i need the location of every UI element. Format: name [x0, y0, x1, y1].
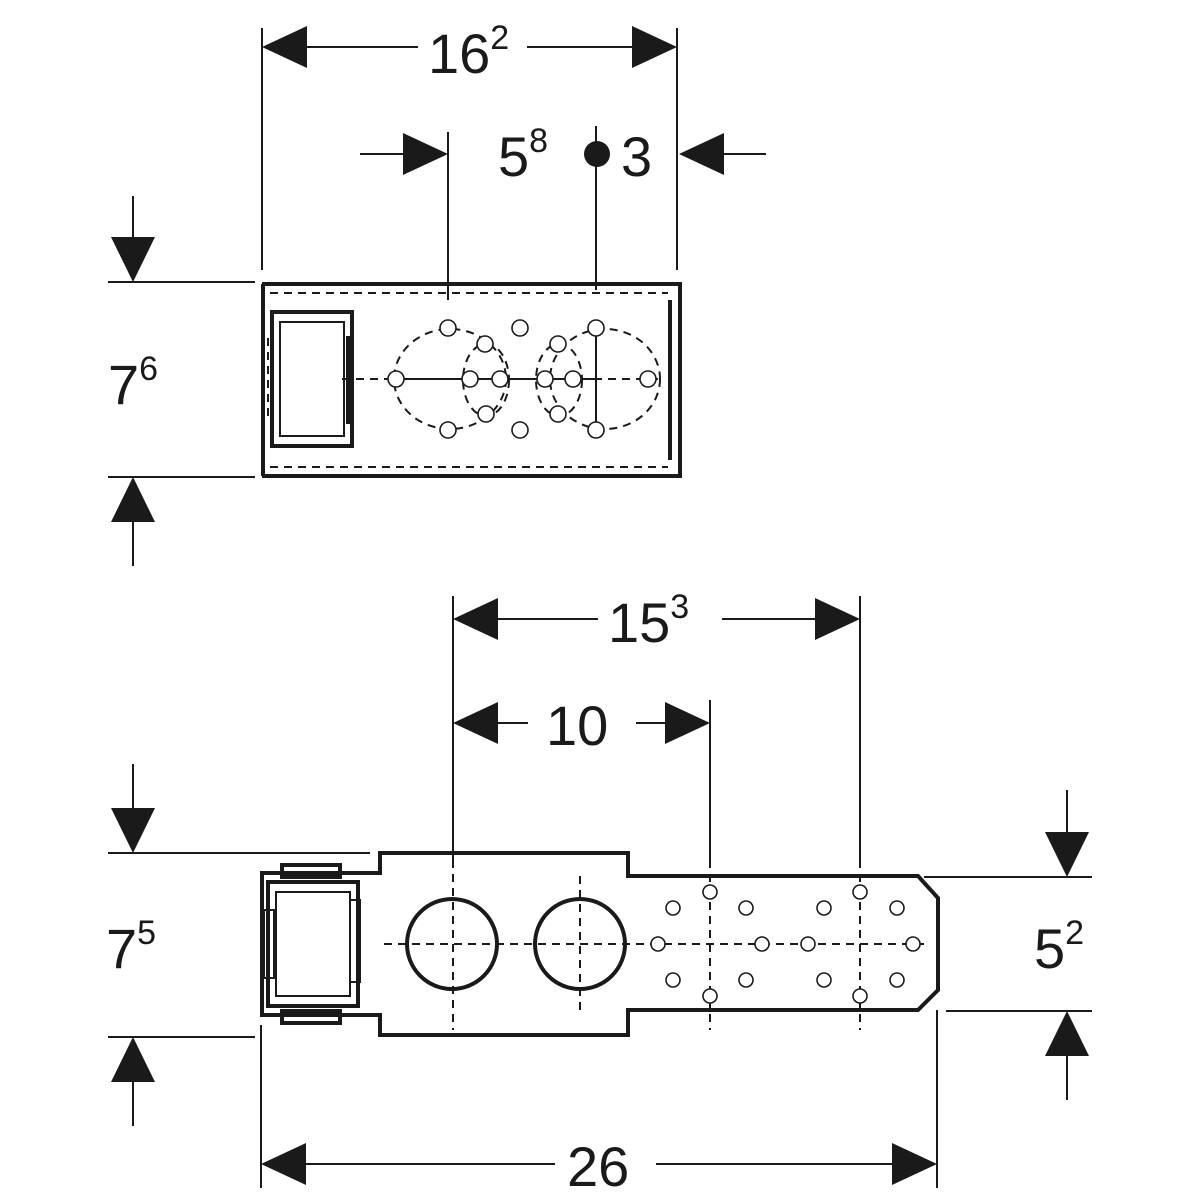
bottom-hole	[800, 936, 816, 952]
top-hole	[476, 335, 494, 353]
top-width-label: 162	[428, 19, 509, 85]
bottom-span-outer-arrow-left	[453, 598, 498, 640]
top-hole	[511, 421, 529, 439]
bottom-hole	[665, 972, 681, 988]
top-hole	[549, 335, 567, 353]
top-hole	[549, 405, 567, 423]
bottom-span-inner-arrow-left	[453, 702, 498, 744]
bottom-span-inner-label: 10	[546, 694, 608, 757]
bottom-height-right-arrow-top	[1045, 832, 1089, 877]
bottom-hole	[665, 900, 681, 916]
bottom-mount-clip-top	[280, 863, 342, 879]
bottom-hole	[702, 988, 718, 1004]
bottom-hole	[816, 900, 832, 916]
bottom-mount-tab-right	[349, 899, 361, 983]
top-offset-left-label: 58	[498, 122, 548, 188]
bottom-hole	[852, 884, 868, 900]
top-hole	[439, 421, 457, 439]
bottom-mount-tab-left	[263, 909, 275, 979]
bottom-height-left-label: 75	[106, 914, 156, 980]
bottom-hole	[702, 884, 718, 900]
bottom-height-left-arrow-top	[111, 808, 155, 853]
bottom-span-outer-label: 153	[608, 588, 689, 654]
top-width-arrow-left	[262, 26, 307, 68]
top-offset-arrow-left	[403, 133, 448, 175]
top-hole	[639, 370, 657, 388]
top-hole	[511, 319, 529, 337]
bottom-mount-clip-bottom	[280, 1009, 342, 1025]
bottom-height-right-label: 52	[1034, 914, 1084, 980]
bottom-mount-frame	[266, 880, 360, 1008]
top-hole	[491, 370, 509, 388]
bottom-hole	[905, 936, 921, 952]
bottom-hole	[754, 936, 770, 952]
top-width-arrow-right	[632, 26, 677, 68]
bottom-span-inner-arrow-right	[665, 702, 710, 744]
bottom-view: 153 10 75 52 26	[106, 588, 1092, 1198]
top-hole	[587, 421, 605, 439]
top-hole	[477, 405, 495, 423]
top-offset-dot	[584, 141, 610, 167]
top-height-arrow-bottom	[111, 477, 155, 522]
top-hole	[587, 319, 605, 337]
bottom-total-arrow-left	[261, 1143, 306, 1185]
top-mount-frame-inner	[279, 321, 345, 437]
bottom-total-label: 26	[567, 1135, 629, 1198]
top-height-label: 76	[108, 350, 158, 416]
bottom-hole	[650, 936, 666, 952]
bottom-hole	[852, 988, 868, 1004]
bottom-hole	[738, 972, 754, 988]
bottom-height-right-arrow-bottom	[1045, 1011, 1089, 1056]
top-hole	[564, 370, 582, 388]
bottom-total-arrow-right	[892, 1143, 937, 1185]
top-hole	[439, 319, 457, 337]
top-mount-frame	[270, 310, 354, 448]
bottom-plate-outline	[260, 851, 940, 1037]
bottom-height-left-arrow-bottom	[111, 1037, 155, 1082]
top-hole	[536, 370, 554, 388]
top-hole	[461, 370, 479, 388]
top-view: 162 58 3 76	[108, 19, 766, 566]
bottom-span-outer-arrow-right	[815, 598, 860, 640]
top-hole	[387, 370, 405, 388]
bottom-hole	[889, 972, 905, 988]
bottom-hole	[889, 900, 905, 916]
top-offset-right-label: 3	[621, 125, 652, 188]
top-offset-arrow-right	[679, 133, 724, 175]
top-hidden-ellipse-right	[549, 328, 661, 430]
bottom-mount-frame-inner	[275, 891, 351, 997]
top-height-arrow-top	[111, 237, 155, 282]
top-body-bracket-right	[668, 282, 682, 478]
bottom-hole	[738, 900, 754, 916]
bottom-hole	[816, 972, 832, 988]
